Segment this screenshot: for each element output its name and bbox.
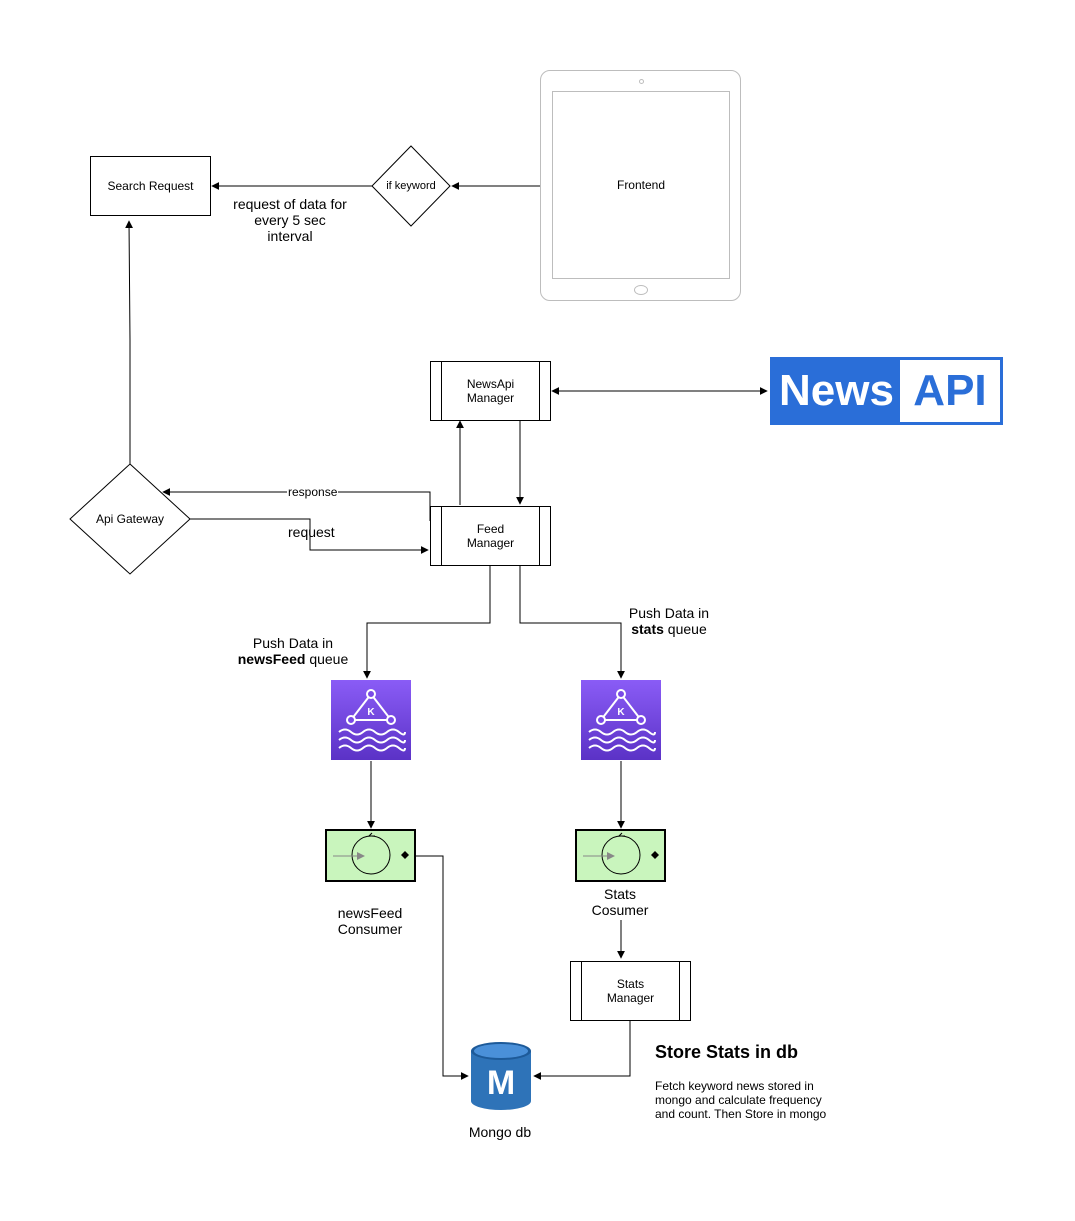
consumer-loop-icon <box>575 829 666 882</box>
store-desc-line1: Fetch keyword news stored in <box>655 1079 814 1093</box>
svg-text:K: K <box>617 707 625 718</box>
edge-stats-manager-to-mongo <box>533 1021 631 1080</box>
request-interval-label: request of data for every 5 sec interval <box>230 196 350 244</box>
edge-feed-to-newsfeed-queue <box>363 566 491 679</box>
api-gateway-diamond <box>69 463 191 575</box>
push-newsfeed-rest: queue <box>305 651 349 667</box>
api-gateway-label: Api Gateway <box>95 512 165 526</box>
push-stats-label: Push Data in stats queue <box>617 605 721 637</box>
stats-consumer-label: Stats Cosumer <box>580 886 660 918</box>
stats-manager-line2: Manager <box>606 991 655 1005</box>
svg-text:K: K <box>367 707 375 718</box>
push-newsfeed-line1: Push Data in <box>252 635 334 651</box>
kafka-glyph: K <box>588 689 656 752</box>
kafka-queue-icon: K <box>581 680 661 760</box>
store-desc-line2: mongo and calculate frequency <box>655 1093 822 1107</box>
response-label: response <box>287 485 339 499</box>
news-api-logo: News API <box>770 357 1003 425</box>
newsfeed-consumer-glyph <box>333 832 409 875</box>
newsapi-manager-label: NewsApi Manager <box>431 377 550 405</box>
tablet-camera <box>639 79 644 84</box>
kafka-queue-icon: K <box>331 680 411 760</box>
push-newsfeed-label: Push Data in newsFeed queue <box>232 635 354 667</box>
frontend-screen[interactable]: Frontend <box>552 91 730 279</box>
push-newsfeed-bold: newsFeed <box>237 651 306 667</box>
if-keyword-label: if keyword <box>386 180 436 192</box>
newsapi-manager-box[interactable]: NewsApi Manager <box>430 361 551 421</box>
tablet-device-icon: Frontend <box>540 70 741 301</box>
news-api-logo-right: API <box>899 360 1000 422</box>
stats-manager-label: Stats Manager <box>571 977 690 1005</box>
request-interval-line2: every 5 sec interval <box>254 212 326 244</box>
frontend-label: Frontend <box>616 178 666 192</box>
edge-request <box>190 518 429 554</box>
if-keyword-diamond <box>371 145 451 227</box>
stats-manager-line1: Stats <box>616 977 645 991</box>
stats-manager-box[interactable]: Stats Manager <box>570 961 691 1021</box>
mongodb-glyph: M <box>471 1042 531 1110</box>
newsfeed-consumer-line2: Consumer <box>337 921 403 937</box>
search-request-label: Search Request <box>107 179 194 193</box>
request-label: request <box>288 524 335 540</box>
feed-manager-line2: Manager <box>466 536 515 550</box>
newsapi-manager-line1: NewsApi <box>466 377 515 391</box>
edge-newsfeed-consumer-to-mongo <box>416 855 469 1080</box>
stats-consumer-line2: Cosumer <box>591 902 649 918</box>
feed-manager-label: Feed Manager <box>431 522 550 550</box>
newsfeed-consumer-line1: newsFeed <box>337 905 403 921</box>
stats-consumer-glyph <box>583 832 659 875</box>
news-api-logo-left: News <box>779 366 894 415</box>
push-stats-line2: stats queue <box>617 621 721 637</box>
newsapi-manager-line2: Manager <box>466 391 515 405</box>
store-desc-line3: and count. Then Store in mongo <box>655 1107 827 1121</box>
tablet-home-button <box>634 285 648 295</box>
svg-text:M: M <box>487 1064 515 1102</box>
push-stats-bold: stats <box>631 621 664 637</box>
request-interval-line1: request of data for <box>233 196 347 212</box>
push-newsfeed-line2: newsFeed queue <box>232 651 354 667</box>
store-stats-description: Fetch keyword news stored in mongo and c… <box>655 1079 826 1121</box>
store-stats-title: Store Stats in db <box>655 1042 799 1062</box>
mongodb-icon: M <box>470 1041 532 1111</box>
mongo-db-label: Mongo db <box>468 1124 532 1140</box>
push-stats-rest: queue <box>663 621 707 637</box>
feed-manager-box[interactable]: Feed Manager <box>430 506 551 566</box>
stats-consumer-line1: Stats <box>604 886 636 902</box>
feed-manager-line1: Feed <box>476 522 505 536</box>
kafka-glyph: K <box>338 689 406 752</box>
edge-feed-to-stats-queue <box>519 566 625 679</box>
newsfeed-consumer-label: newsFeed Consumer <box>315 905 425 937</box>
search-request-box[interactable]: Search Request <box>90 156 211 216</box>
edge-gateway-to-search <box>125 220 134 464</box>
push-stats-line1: Push Data in <box>628 605 710 621</box>
consumer-loop-icon <box>325 829 416 882</box>
